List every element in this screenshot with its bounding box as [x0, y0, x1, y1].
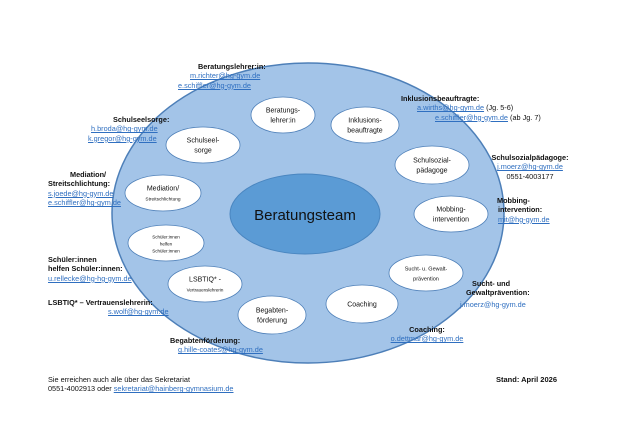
node-label: Mediation/	[147, 186, 179, 193]
node-label: lehrer:in	[270, 118, 295, 125]
email-link[interactable]: e.schiffler@hg-gym.de	[48, 198, 121, 208]
contact-title: Schüler:innen	[48, 255, 97, 264]
email-link[interactable]: j.moerz@hg-gym.de	[460, 299, 526, 309]
node-ellipse	[250, 96, 316, 134]
footer-line-1: Sie erreichen auch alle über das Sekreta…	[48, 375, 190, 384]
contact-title: Mobbing-	[497, 196, 530, 205]
stand-date: Stand: April 2026	[496, 375, 557, 384]
node-label: Schulsozial-	[413, 158, 451, 165]
node-lsbtiq: LSBTIQ* - Vertrauenslehrerin	[167, 265, 243, 303]
contact-inklusion: Inklusionsbeauftragte: a.wirths@hg-gym.d…	[401, 94, 541, 122]
contact-title: Inklusionsbeauftragte:	[401, 94, 480, 103]
node-ellipse	[394, 145, 470, 185]
node-label: Inklusions-	[348, 118, 382, 125]
node-label: helfen	[160, 242, 173, 247]
contact-schueler: Schüler:innen helfen Schüler:innen: u.re…	[48, 255, 132, 283]
node-label: Sucht- u. Gewalt-	[405, 267, 448, 273]
contact-seelsorge: Schulseelsorge: h.broda@hg-gym.de k.greg…	[88, 115, 169, 143]
contact-title: Begabtenförderung:	[170, 336, 241, 345]
phone-number: 0551-4003177	[506, 171, 554, 181]
contact-title: Schulseelsorge:	[113, 115, 170, 124]
node-ellipse	[124, 174, 202, 212]
contact-title: Sucht- und	[472, 279, 511, 288]
node-ellipse	[237, 295, 307, 335]
sekretariat-email-link[interactable]: sekretariat@hainberg-gymnasium.de	[113, 384, 234, 394]
node-mobbing: Mobbing-intervention	[413, 195, 489, 233]
email-link[interactable]: s.wolf@hg-gym.de	[108, 307, 169, 317]
node-label: Mobbing-	[436, 207, 466, 214]
grade-note: (Jg. 5-6)	[486, 103, 514, 113]
contact-begabten: Begabtenförderung: g.hille-coates@hg-gym…	[170, 336, 263, 355]
node-label: intervention	[433, 217, 469, 224]
contact-mobbing: Mobbing- intervention: mit@hg-gym.de	[497, 196, 550, 224]
contact-title: Streitschlichtung:	[48, 179, 111, 189]
node-begabten: Begabten-förderung	[237, 295, 307, 335]
grade-note: (ab Jg. 7)	[510, 112, 541, 122]
node-label: Schüler:innen	[152, 235, 180, 240]
email-link[interactable]: h.broda@hg-gym.de	[91, 124, 158, 134]
node-label: Beratungs-	[266, 108, 301, 115]
node-sucht: Sucht- u. Gewalt-prävention	[388, 254, 464, 292]
node-label: beauftragte	[347, 128, 383, 135]
node-ellipse	[330, 106, 400, 144]
node-label: LSBTIQ* -	[189, 277, 222, 284]
contact-title: Coaching:	[409, 325, 445, 334]
email-link[interactable]: g.hille-coates@hg-gym.de	[178, 345, 263, 355]
contact-title: helfen Schüler:innen:	[48, 264, 123, 274]
email-link[interactable]: o.dettmar@hg-gym.de	[390, 334, 464, 344]
node-label: pädagoge	[416, 168, 447, 175]
contact-sucht: Sucht- und Gewaltprävention: j.moerz@hg-…	[460, 279, 530, 309]
email-link[interactable]: e.schiffler@hg-gym.de	[178, 80, 251, 90]
node-label: prävention	[413, 277, 439, 283]
node-seelsorge: Schulseel-sorge	[165, 126, 241, 164]
email-link[interactable]: k.gregor@hg-gym.de	[88, 133, 157, 143]
node-ellipse	[165, 126, 241, 164]
center-label: Beratungsteam	[254, 207, 356, 224]
email-link[interactable]: mit@hg-gym.de	[498, 214, 550, 224]
contact-schulsozial: Schulsozialpädagoge: j.moerz@hg-gym.de 0…	[470, 153, 590, 181]
node-coaching: Coaching	[325, 284, 399, 324]
node-mediation: Mediation/Streitschlichtung	[124, 174, 202, 212]
node-schulsozial: Schulsozial-pädagoge	[394, 145, 470, 185]
email-link[interactable]: a.wirths@hg-gym.de	[417, 103, 485, 113]
node-ellipse	[167, 265, 243, 303]
node-label: Schulseel-	[187, 138, 220, 145]
email-link[interactable]: s.joede@hg-gym.de	[48, 188, 114, 198]
contact-title: Beratungslehrer:in:	[198, 62, 266, 71]
node-ellipse	[388, 254, 464, 292]
node-label: Schüler:innen	[152, 249, 180, 254]
node-label: sorge	[194, 148, 212, 155]
contact-coaching: Coaching: o.dettmar@hg-gym.de	[382, 325, 472, 344]
footer-line-2: 0551-4002913 oder sekretariat@hainberg-g…	[48, 384, 234, 393]
contact-title: Schulsozialpädagoge:	[491, 153, 569, 162]
center-ellipse	[229, 173, 381, 255]
contact-title: intervention:	[498, 205, 543, 215]
node-label: Begabten-	[256, 308, 289, 315]
node-label: förderung	[257, 318, 287, 325]
email-link[interactable]: j.moerz@hg-gym.de	[497, 162, 563, 172]
node-label: Vertrauenslehrerin	[187, 288, 224, 293]
node-ellipse	[325, 284, 399, 324]
node-ellipse	[127, 224, 205, 262]
node-ellipse	[413, 195, 489, 233]
contact-title: Mediation/	[70, 170, 107, 179]
contact-title: Gewaltprävention:	[466, 288, 530, 298]
footer-phone: 0551-4002913 oder	[48, 384, 112, 394]
contact-mediation: Mediation/ Streitschlichtung: s.joede@hg…	[48, 170, 121, 208]
node-inklusion: Inklusions-beauftragte	[330, 106, 400, 144]
contact-title: LSBTIQ* – Vertrauenslehrerin:	[48, 298, 153, 307]
node-beratungslehrer: Beratungs-lehrer:in	[250, 96, 316, 134]
contact-lsbtiq: LSBTIQ* – Vertrauenslehrerin: s.wolf@hg-…	[48, 298, 169, 317]
contact-beratungslehrer: Beratungslehrer:in: m.richter@hg-gym.de …	[178, 62, 278, 90]
node-label: Coaching	[347, 302, 377, 309]
node-label: Streitschlichtung	[145, 197, 181, 203]
footer-contact: Sie erreichen auch alle über das Sekreta…	[48, 375, 234, 394]
email-link[interactable]: u.rellecke@hg-hg-gym.de	[48, 273, 132, 283]
email-link[interactable]: e.schiffler@hg-gym.de	[435, 112, 508, 122]
email-link[interactable]: m.richter@hg-gym.de	[190, 71, 261, 81]
